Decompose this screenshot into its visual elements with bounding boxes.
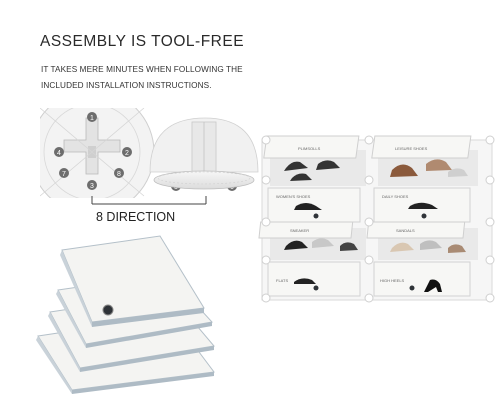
page-title: ASSEMBLY IS TOOL-FREE [40, 33, 245, 50]
door-knob [313, 285, 319, 291]
badge-2-number: 2 [125, 150, 129, 157]
shoe-group-1 [284, 160, 340, 181]
badge-8: 8 [114, 168, 124, 178]
badge-1-number: 1 [90, 115, 94, 122]
cabinet-connectors [261, 135, 495, 303]
panel-stack [36, 235, 215, 394]
subtitle-line-2: INCLUDED INSTALLATION INSTRUCTIONS. [41, 81, 212, 90]
panel-knob [102, 304, 114, 316]
door-flats[interactable]: FLATS [267, 261, 361, 297]
connector-side-view [149, 117, 259, 190]
badge-4: 4 [54, 147, 64, 157]
door-high-heels[interactable]: HIGH HEELS [373, 261, 471, 297]
door-daily-shoes[interactable]: DAILY SHOES [373, 187, 471, 223]
door-leisure-shoes[interactable]: LEISURE SHOES [371, 135, 472, 159]
door-label: SANDALS [396, 228, 415, 233]
direction-caption: 8 DIRECTION [96, 210, 176, 224]
badge-3: 3 [87, 180, 97, 190]
door-label: LEISURE SHOES [395, 146, 428, 151]
badge-7-number: 7 [62, 171, 66, 178]
badge-3-number: 3 [90, 183, 94, 190]
door-womens-shoes[interactable]: WOMEN'S SHOES [267, 187, 361, 223]
door-label: PLIMSOLLS [298, 146, 321, 151]
door-label: HIGH HEELS [380, 278, 405, 283]
badge-7: 7 [59, 168, 69, 178]
badge-1: 1 [87, 112, 97, 122]
door-plimsolls[interactable]: PLIMSOLLS [263, 135, 360, 159]
door-sneaker[interactable]: SNEAKER [258, 221, 354, 239]
door-knob [313, 213, 319, 219]
door-label: SNEAKER [290, 228, 309, 233]
subtitle-line-1: IT TAKES MERE MINUTES WHEN FOLLOWING THE [41, 65, 243, 74]
door-label: WOMEN'S SHOES [276, 194, 311, 199]
door-label: DAILY SHOES [382, 194, 409, 199]
door-knob [421, 213, 427, 219]
door-label: FLATS [276, 278, 288, 283]
shoe-group-4 [390, 240, 466, 253]
door-knob [409, 285, 415, 291]
badge-2: 2 [122, 147, 132, 157]
connector-top-view [40, 108, 155, 198]
shoe-cabinet: PLIMSOLLS LEISURE SHOES WOMEN'S SHOES DA… [258, 135, 495, 303]
shoe-group-3 [284, 238, 358, 251]
badge-8-number: 8 [117, 171, 121, 178]
direction-bracket [91, 196, 207, 205]
badge-4-number: 4 [57, 150, 61, 157]
door-sandals[interactable]: SANDALS [366, 221, 466, 239]
shoe-group-2 [390, 159, 468, 177]
panel-top [60, 235, 205, 327]
